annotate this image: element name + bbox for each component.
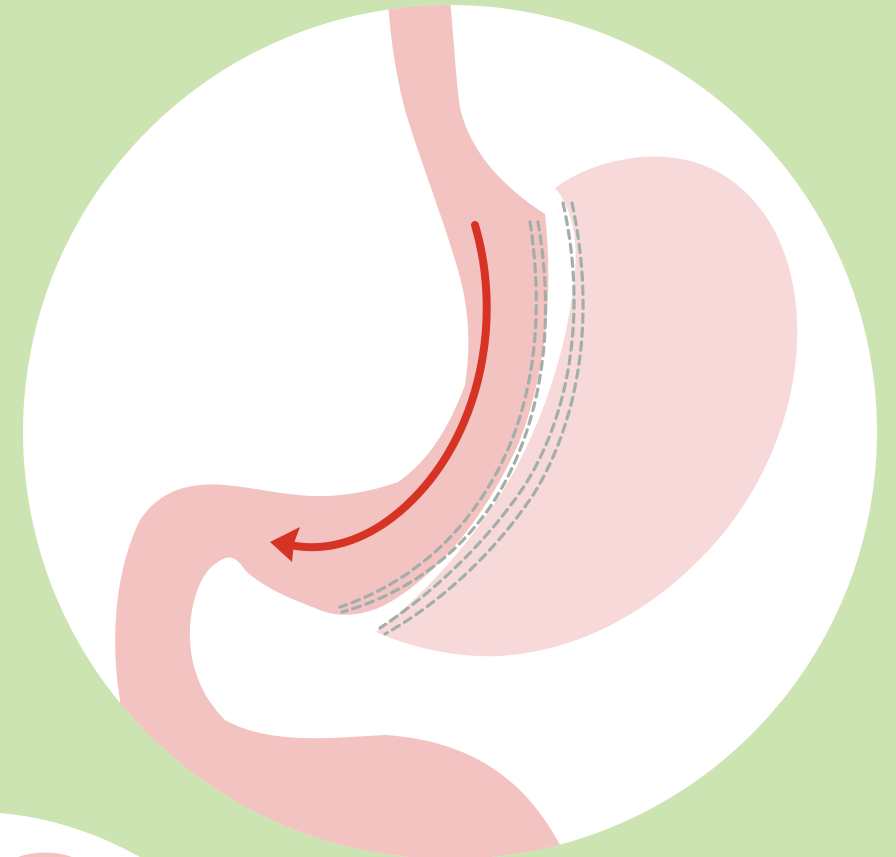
stomach-diagram xyxy=(0,0,896,857)
illustration-canvas xyxy=(0,0,896,857)
